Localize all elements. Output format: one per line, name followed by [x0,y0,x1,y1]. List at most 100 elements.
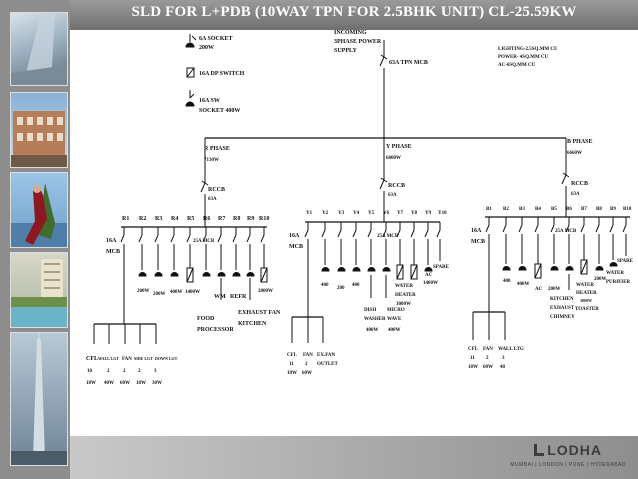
b-load-label: WATER [576,283,594,288]
r-light-watts: 40W [104,381,114,386]
r-rccb-label: RCCB [208,187,225,193]
y-rccb-icon [379,138,388,222]
b-load-label: 3000W [580,298,592,303]
b-mcb-label: 16A [471,228,482,234]
b-load-label: WATER [606,271,624,276]
b-light-watts: 40 [500,365,506,370]
y-circuit-label: Y10 [438,211,447,216]
supply-line3: SUPPLY [334,48,357,54]
b-phase-label: B PHASE [567,139,593,145]
r-load-label: 200W [153,292,166,297]
r-light-watts: 18W [86,381,96,386]
y-phase-label: Y PHASE [386,144,412,150]
b-load-label: PURIFIER [606,280,631,285]
b-circuit-label: B9 [610,207,616,212]
b-light-watts: 18W [468,365,478,370]
legend-sw-socket-label: 16A SW [199,98,220,104]
b-light-qty: 11 [470,356,475,361]
supply-line2: 3PHASE POWER [334,39,382,45]
b-circuit-label: B6 [566,207,572,212]
b-mcb-label: MCB [471,239,485,245]
socket-icon [382,267,391,272]
b-load-label: 200W [594,277,607,282]
r-light-name: CFL [86,356,98,362]
b-circuit-label: B4 [535,207,541,212]
thumb-tower-image [10,12,68,86]
y-load-label: MICRO [387,308,405,313]
r-circuit-label: R3 [155,216,162,222]
y-load-label: WATER [395,284,413,289]
r-light-qty: 10 [87,369,93,374]
legend-socket-label: 6A SOCKET [199,36,233,42]
b-load-label: HEATER [576,291,597,296]
b-rccb-label: RCCB [571,181,588,187]
y-load-label: AC [425,273,433,278]
b-load-label: 400W [517,282,530,287]
dp-switch-icon [580,259,588,275]
y-circuit-label: Y5 [368,211,375,216]
b-circuit-label: B8 [596,207,602,212]
socket-icon [246,272,255,277]
r-light-qty: 2 [138,369,141,374]
b-branch-breakers [485,217,627,312]
y-circuit-label: Y8 [411,211,418,216]
thumb-pool-image [10,252,68,328]
r-mcb-label: MCB [106,249,120,255]
y-circuit-label: Y9 [425,211,432,216]
y-load-label: 200 [337,286,345,291]
y-light-watts: 18W [287,371,297,376]
legend-sw-socket-watts: SOCKET 400W [199,108,240,114]
r-phase-load: 7130W [204,158,219,163]
logo-mark-icon [534,444,545,456]
b-load-label: SPARE [617,259,634,264]
y-load-label: WAVE [387,317,402,322]
y-load-label: 3000W [396,302,411,307]
b-rccb-icon [561,138,570,217]
b-circuit-label: B2 [503,207,509,212]
socket-icon [424,267,433,272]
dp-switch-icon [410,264,418,280]
y-light-name: EX.FAN [317,353,335,358]
r-phase-label: R PHASE [204,146,230,152]
socket-icon [502,266,511,271]
note-ac: AC-6SQ.MM CU [498,63,536,68]
r-light-qty: 3 [154,369,157,374]
sidebar [0,0,70,479]
r-load-label: FOOD [197,316,215,322]
socket-icon [170,272,179,277]
b-load-label: TOASTER [575,307,599,312]
y-light-name: FAN [303,353,313,358]
socket-icon [352,267,361,272]
r-load-symbols [138,267,268,300]
thumb-building-image [10,92,68,168]
r-circuit-label: R4 [171,216,178,222]
b-circuit-labels: B1 B2 B3 B4 B5 B6 B7 B8 B9 B10 [486,207,632,212]
y-circuit-label: Y1 [306,211,313,216]
r-circuit-label: R6 [203,216,210,222]
y-mcb-label: MCB [289,244,303,250]
y-load-label: 400 [321,283,329,288]
r-light-watts: 30W [152,381,162,386]
r-circuit-label: R8 [233,216,240,222]
r-light-name: WALL LGT [98,356,119,361]
b-circuit-label: B10 [623,207,632,212]
r-load-label: 200W [137,289,150,294]
socket-icon [202,272,211,277]
page-title: SLD FOR L+PDB (10WAY TPN FOR 2.5BHK UNIT… [131,4,577,20]
socket-icon [154,272,163,277]
y-circuit-label: Y6 [383,211,390,216]
r-light-watts: 60W [120,381,130,386]
logo-text: LODHA [547,442,602,458]
socket-icon [217,272,226,277]
socket-icon [321,267,330,272]
title-bar: SLD FOR L+PDB (10WAY TPN FOR 2.5BHK UNIT… [70,0,638,30]
r-light-name: SIDE LGT [134,356,153,361]
r-light-qty: 2 [107,369,110,374]
b-circuit-label: B5 [551,207,557,212]
b-phase-load: 6660W [567,151,582,156]
socket-icon [337,267,346,272]
r-lighting-branch [93,323,157,344]
r-circuit-label: R5 [187,216,194,222]
y-lighting-branch [291,316,324,343]
y-mcb-label: 16A [289,233,300,239]
